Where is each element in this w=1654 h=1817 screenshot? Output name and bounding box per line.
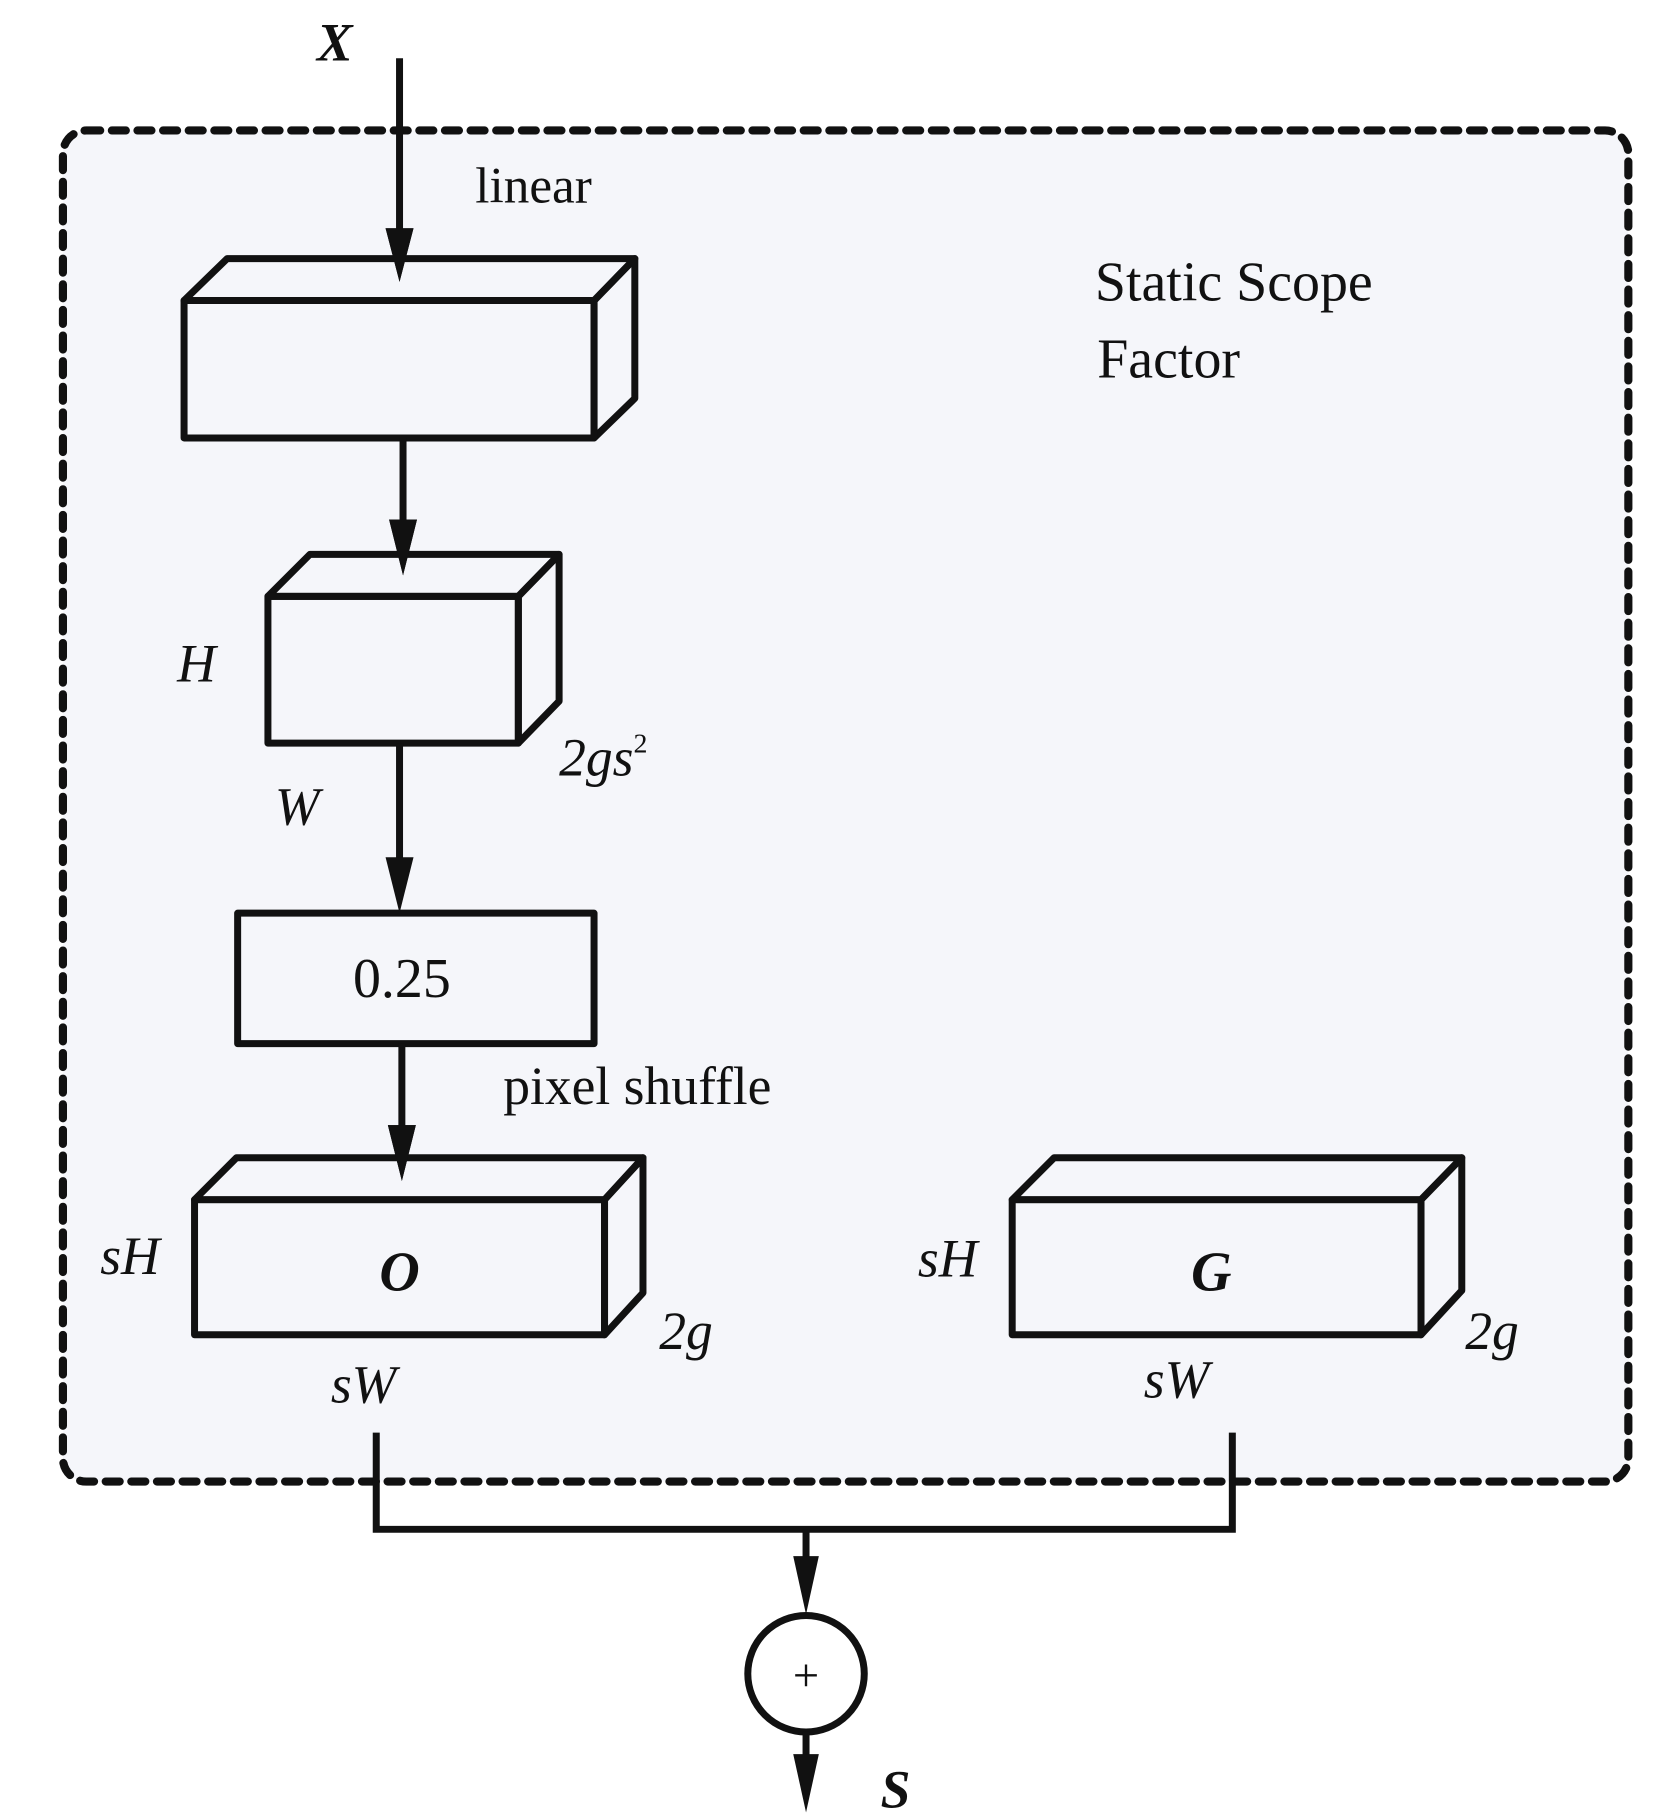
pixel-shuffle-label: pixel shuffle (503, 1056, 771, 1116)
feature-height-label: H (176, 633, 219, 693)
offset-name: O (379, 1242, 419, 1304)
grid-width-label: sW (1144, 1350, 1214, 1410)
feature-depth-base: 2gs (559, 728, 633, 788)
scale-value: 0.25 (353, 948, 451, 1010)
feature-width-label: W (275, 777, 324, 837)
scale-block (234, 909, 598, 1048)
output-label-s: S (881, 1760, 911, 1817)
arrow-linear-to-feature-head-overlay (389, 519, 418, 576)
scope-background (62, 130, 1629, 1482)
input-label-x: X (315, 13, 354, 73)
offset-block-front (191, 1196, 609, 1339)
grid-height-label: sH (918, 1229, 981, 1289)
scope-dashed-border (58, 126, 1633, 1486)
feature-depth-label: 2gs2 (559, 728, 647, 788)
input-arrowhead-overlay (385, 228, 414, 282)
grid-block (1008, 1154, 1466, 1339)
grid-block-front (1008, 1196, 1425, 1339)
offset-height-label: sH (100, 1226, 163, 1286)
feature-block (264, 550, 563, 747)
feature-depth-sup: 2 (634, 728, 648, 759)
scope-title-line1: Static Scope (1095, 252, 1373, 314)
offset-block (191, 1154, 647, 1339)
scope-title-line2: Factor (1097, 328, 1240, 390)
grid-depth-label: 2g (1465, 1301, 1519, 1361)
arrow-feature-to-scale-head (385, 857, 414, 914)
linear-label: linear (475, 158, 592, 215)
sum-symbol: + (793, 1650, 819, 1702)
grid-name: G (1191, 1242, 1231, 1304)
arrow-scale-to-offset-head-overlay (387, 1125, 416, 1182)
offset-width-label: sW (331, 1354, 401, 1414)
linear-block-front (180, 297, 598, 442)
linear-block (180, 255, 639, 442)
output-arrowhead (793, 1754, 819, 1813)
feature-block-front (264, 592, 522, 747)
offset-depth-label: 2g (659, 1301, 713, 1361)
arrow-merge-to-sum-head (793, 1556, 819, 1615)
